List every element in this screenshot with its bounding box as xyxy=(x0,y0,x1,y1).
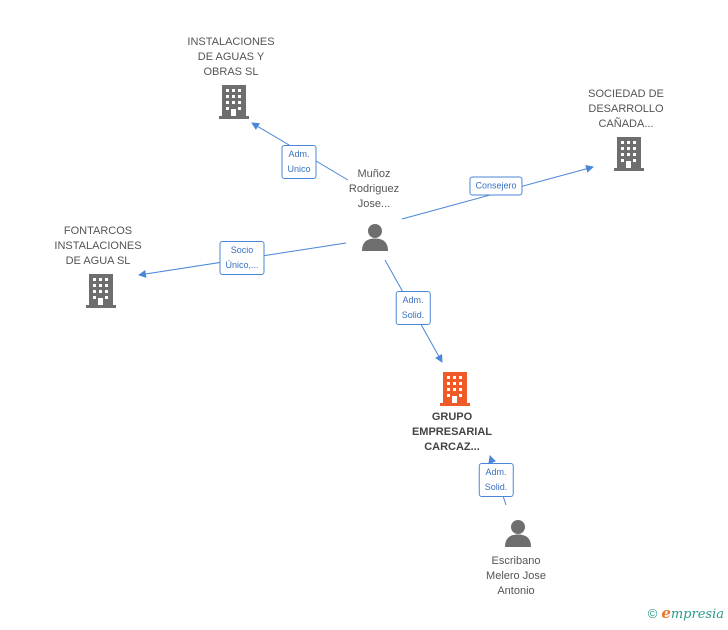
node-label-instalaciones-aguas: INSTALACIONES DE AGUAS Y OBRAS SL xyxy=(187,36,275,78)
building-icon-highlighted[interactable] xyxy=(440,372,470,406)
empresia-logo: empresia xyxy=(661,604,724,622)
person-icon[interactable] xyxy=(361,223,389,251)
edge-label-consejero: Consejero xyxy=(469,176,523,196)
node-label-sociedad-desarrollo: SOCIEDAD DE DESARROLLO CAÑADA... xyxy=(588,88,664,130)
person-icon[interactable] xyxy=(504,519,532,547)
node-label-grupo: GRUPO EMPRESARIAL CARCAZ... xyxy=(411,411,493,453)
edge-label-adm-solid: Adm. Solid. xyxy=(395,291,431,325)
node-label-munoz: Muñoz Rodriguez Jose... xyxy=(348,168,400,210)
copyright-icon: © xyxy=(647,605,658,621)
footer-brand[interactable]: © empresia xyxy=(648,604,724,622)
edge-label-adm-unico: Adm. Unico xyxy=(281,145,317,179)
edge-label-adm-solid: Adm. Solid. xyxy=(478,463,514,497)
building-icon[interactable] xyxy=(614,137,644,171)
edge-label-socio-unico: Socio Único,... xyxy=(219,241,265,275)
building-icon[interactable] xyxy=(219,85,249,119)
node-label-escribano: Escribano Melero Jose Antonio xyxy=(486,555,546,597)
node-label-fontarcos: FONTARCOS INSTALACIONES DE AGUA SL xyxy=(54,225,142,267)
building-icon[interactable] xyxy=(86,274,116,308)
